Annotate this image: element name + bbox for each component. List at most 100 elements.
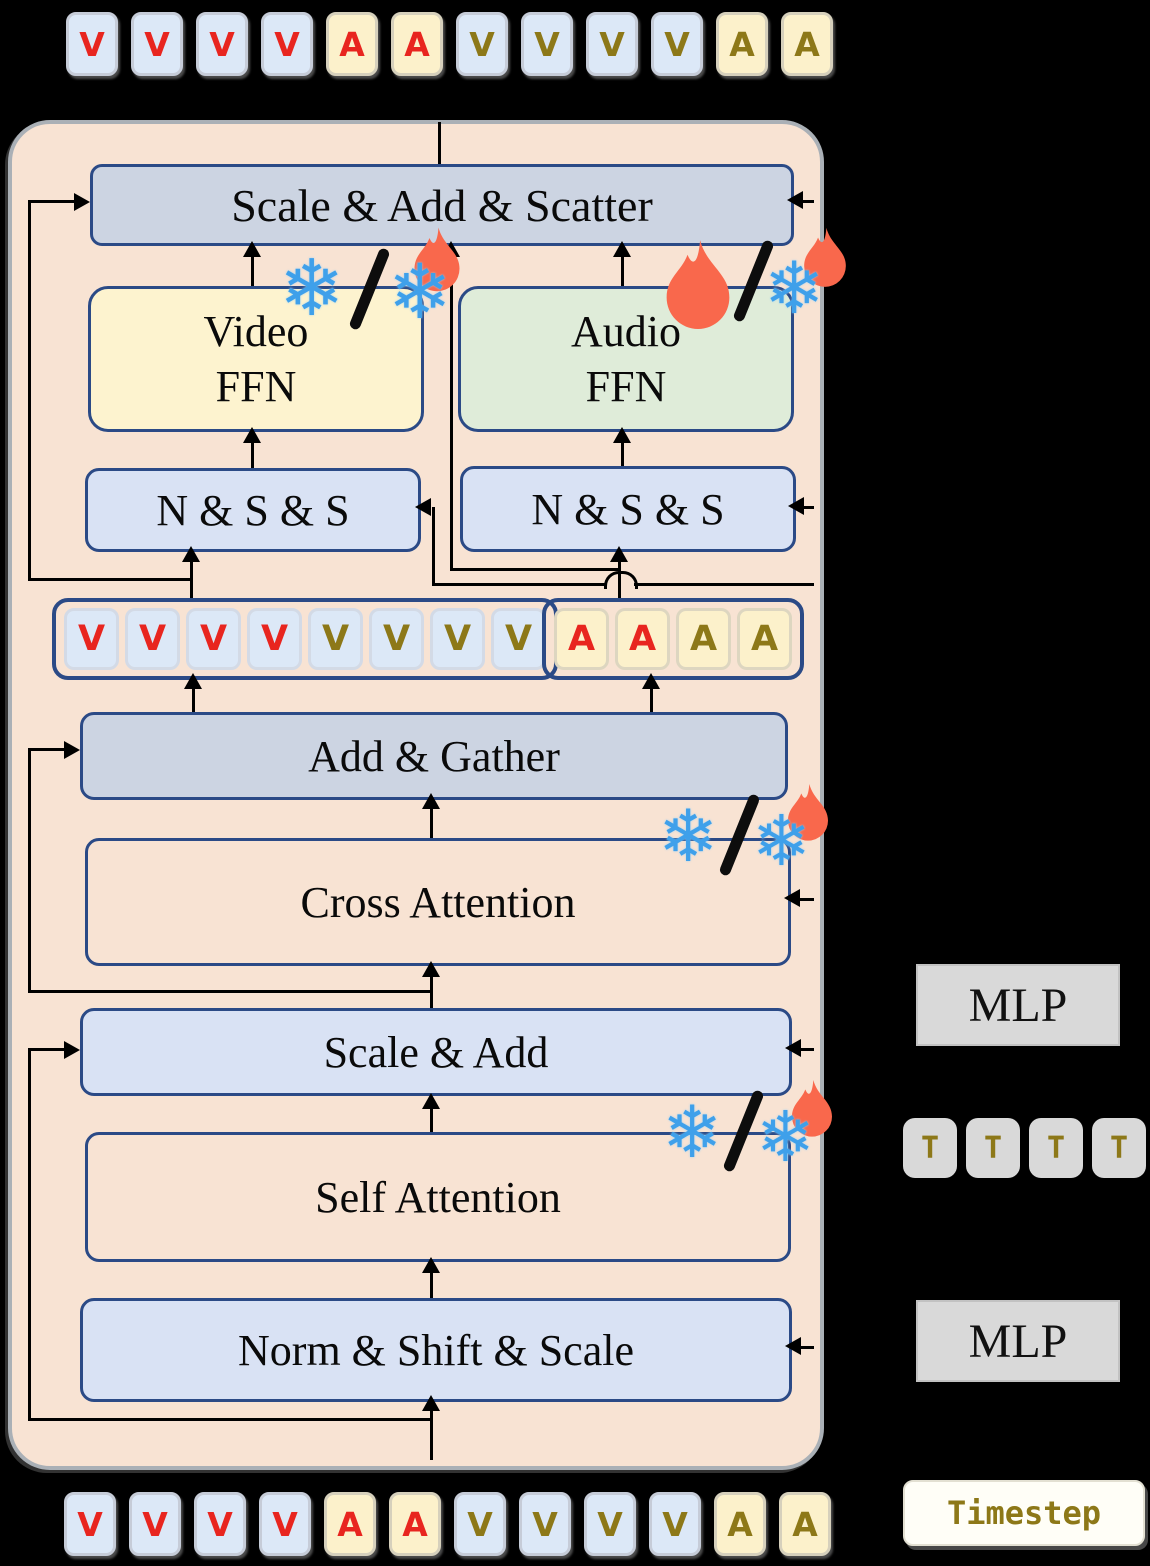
wire xyxy=(430,1270,433,1298)
arrowhead xyxy=(243,241,261,257)
snowflake-icon: ❄ xyxy=(752,800,811,882)
wire xyxy=(432,507,435,585)
video-ffn-box: Video FFN xyxy=(88,286,424,432)
snowflake-icon: ❄ xyxy=(662,1090,723,1174)
token: A xyxy=(716,12,768,76)
norm-shift-scale-video-box: N & S & S xyxy=(85,468,421,552)
timestep-token: T xyxy=(1029,1118,1083,1178)
arrowhead xyxy=(184,673,202,689)
modulation-rail xyxy=(432,583,606,586)
wire xyxy=(800,506,814,509)
token: A xyxy=(326,12,378,76)
flame-icon xyxy=(410,226,464,297)
self-attn-skip-rail xyxy=(28,1048,31,1421)
token: V xyxy=(521,12,573,76)
audio-token-group: A A A A xyxy=(542,598,804,680)
wire xyxy=(28,200,76,203)
token: A xyxy=(554,608,609,670)
token: V xyxy=(519,1492,571,1556)
token: V xyxy=(131,12,183,76)
arrowhead xyxy=(422,793,440,809)
timestep-token-row: T T T T xyxy=(903,1118,1146,1178)
top-token-row: V V V V A A V V V V A A xyxy=(66,12,833,76)
audio-residual-wire xyxy=(450,568,620,571)
token: V xyxy=(651,12,703,76)
arrowhead xyxy=(785,1337,801,1355)
wire xyxy=(28,748,66,751)
wire xyxy=(618,558,621,600)
token: V xyxy=(64,1492,116,1556)
flame-icon xyxy=(788,1078,836,1143)
arrowhead xyxy=(788,497,804,515)
arrowhead xyxy=(787,191,803,209)
wire xyxy=(798,1048,814,1051)
token: A xyxy=(781,12,833,76)
token: A xyxy=(737,608,792,670)
token: A xyxy=(676,608,731,670)
token: A xyxy=(324,1492,376,1556)
arrowhead xyxy=(422,961,440,977)
wire xyxy=(650,686,653,714)
wire xyxy=(800,200,814,203)
token: A xyxy=(779,1492,831,1556)
arrowhead xyxy=(784,889,800,907)
token: V xyxy=(129,1492,181,1556)
arrowhead xyxy=(64,1041,80,1059)
snowflake-icon: ❄ xyxy=(756,1096,815,1178)
arrowhead xyxy=(422,1395,440,1411)
output-wire xyxy=(438,122,441,166)
wire xyxy=(430,1106,433,1132)
token: V xyxy=(194,1492,246,1556)
arrowhead xyxy=(613,241,631,257)
token: V xyxy=(369,608,424,670)
wire xyxy=(28,990,432,993)
arrowhead xyxy=(613,427,631,443)
token: V xyxy=(649,1492,701,1556)
token: V xyxy=(186,608,241,670)
video-ffn-label-line1: Video xyxy=(203,307,309,356)
wire xyxy=(28,578,192,581)
snowflake-icon: ❄ xyxy=(279,244,345,334)
arrowhead xyxy=(74,193,90,211)
wire xyxy=(28,1418,432,1421)
token: V xyxy=(491,608,546,670)
input-wire xyxy=(430,1408,433,1460)
timestep-box: Timestep xyxy=(903,1480,1145,1546)
token: V xyxy=(196,12,248,76)
flame-icon xyxy=(800,226,850,293)
norm-shift-scale-box: Norm & Shift & Scale xyxy=(80,1298,792,1402)
norm-shift-scale-audio-box: N & S & S xyxy=(460,466,796,552)
audio-residual-wire xyxy=(450,254,453,571)
wire xyxy=(621,254,624,286)
wire-hop xyxy=(604,571,638,589)
arrowhead xyxy=(182,546,200,562)
token: V xyxy=(64,608,119,670)
token: V xyxy=(430,608,485,670)
video-token-group: V V V V V V V V xyxy=(52,598,558,680)
token: A xyxy=(391,12,443,76)
token: V xyxy=(584,1492,636,1556)
cross-attention-box: Cross Attention xyxy=(85,838,791,966)
wire xyxy=(192,686,195,714)
arrowhead xyxy=(243,427,261,443)
timestep-token: T xyxy=(903,1118,957,1178)
arrowhead xyxy=(64,741,80,759)
snowflake-icon: ❄ xyxy=(764,246,825,330)
wire xyxy=(28,1048,66,1051)
wire xyxy=(430,974,433,1008)
snowflake-icon: ❄ xyxy=(388,247,452,336)
flame-icon xyxy=(784,782,832,847)
token: A xyxy=(615,608,670,670)
timestep-token: T xyxy=(1092,1118,1146,1178)
token: V xyxy=(247,608,302,670)
token: V xyxy=(125,608,180,670)
audio-ffn-label-line1: Audio xyxy=(571,307,681,356)
wire xyxy=(621,440,624,466)
snowflake-icon: ❄ xyxy=(658,794,719,878)
audio-ffn-label-line2: FFN xyxy=(585,362,667,411)
token: V xyxy=(308,608,363,670)
arrowhead xyxy=(785,1039,801,1057)
token: V xyxy=(259,1492,311,1556)
token: V xyxy=(454,1492,506,1556)
mlp-box-top: MLP xyxy=(916,964,1120,1046)
